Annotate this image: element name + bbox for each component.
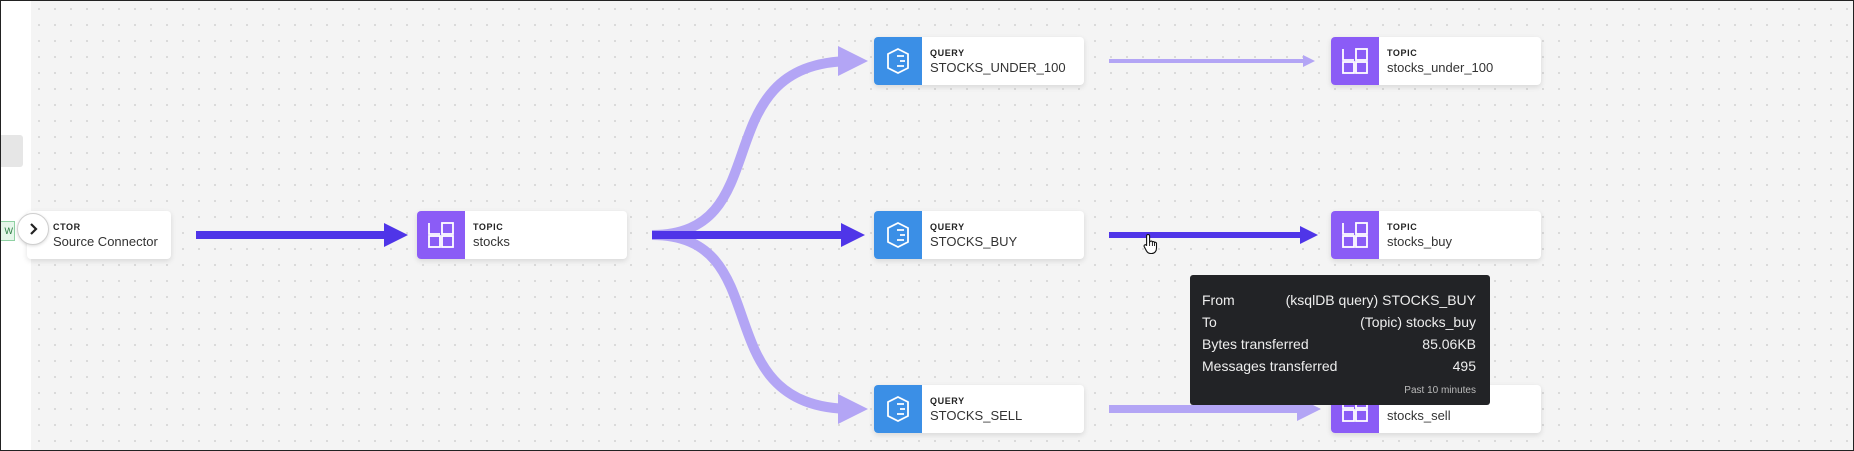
node-name-label: stocks_sell [1387, 407, 1451, 423]
tooltip-value: (Topic) stocks_buy [1360, 314, 1476, 330]
node-name-label: stocks_under_100 [1387, 59, 1494, 75]
node-name-label: STOCKS_SELL [930, 407, 1023, 423]
node-name-label: Source Connector [53, 233, 158, 249]
node-kind-label: QUERY [930, 395, 965, 406]
tooltip-label: To [1202, 314, 1217, 330]
new-badge: W [1, 221, 15, 241]
node-query-stocks-under-100[interactable]: QUERY STOCKS_UNDER_100 [874, 37, 1084, 85]
hand-cursor-icon [1143, 233, 1158, 255]
node-kind-label: QUERY [930, 221, 965, 232]
tooltip-row-bytes: Bytes transferred 85.06KB [1202, 333, 1476, 355]
node-name-label: STOCKS_UNDER_100 [930, 59, 1066, 75]
node-kind-label: CTOR [53, 221, 81, 232]
tooltip-row-messages: Messages transferred 495 [1202, 355, 1476, 377]
node-name-label: stocks_buy [1387, 233, 1453, 249]
tooltip-label: From [1202, 292, 1235, 308]
collapsed-panel-item[interactable] [1, 135, 23, 167]
tooltip-value: (ksqlDB query) STOCKS_BUY [1285, 292, 1476, 308]
topic-icon [417, 211, 465, 259]
node-kind-label: TOPIC [473, 221, 504, 232]
tooltip-row-to: To (Topic) stocks_buy [1202, 311, 1476, 333]
node-kind-label: TOPIC [1387, 221, 1418, 232]
node-source-connector[interactable]: CTOR Source Connector [27, 211, 171, 259]
edge-stocks-to-under-100[interactable] [651, 46, 868, 240]
query-icon [874, 37, 922, 85]
node-topic-stocks-buy[interactable]: TOPIC stocks_buy [1331, 211, 1541, 259]
node-kind-label: QUERY [930, 47, 965, 58]
tooltip-label: Messages transferred [1202, 358, 1338, 374]
tooltip-value: 85.06KB [1422, 336, 1476, 352]
edge-stocks-to-sell[interactable] [651, 230, 868, 424]
node-name-label: STOCKS_BUY [930, 233, 1018, 249]
topic-icon [1331, 37, 1379, 85]
node-query-stocks-sell[interactable]: QUERY STOCKS_SELL [874, 385, 1084, 433]
node-name-label: stocks [473, 233, 510, 249]
tooltip-label: Bytes transferred [1202, 336, 1309, 352]
tooltip-row-from: From (ksqlDB query) STOCKS_BUY [1202, 289, 1476, 311]
tooltip-value: 495 [1452, 358, 1476, 374]
chevron-right-icon [30, 223, 38, 235]
node-topic-stocks-under-100[interactable]: TOPIC stocks_under_100 [1331, 37, 1541, 85]
query-icon [874, 211, 922, 259]
edge-metrics-tooltip: From (ksqlDB query) STOCKS_BUY To (Topic… [1190, 275, 1490, 405]
node-topic-stocks[interactable]: TOPIC stocks [417, 211, 627, 259]
topic-icon [1331, 211, 1379, 259]
expand-panel-button[interactable] [17, 213, 49, 245]
query-icon [874, 385, 922, 433]
node-kind-label: TOPIC [1387, 47, 1418, 58]
node-query-stocks-buy[interactable]: QUERY STOCKS_BUY [874, 211, 1084, 259]
tooltip-footer: Past 10 minutes [1404, 385, 1476, 396]
